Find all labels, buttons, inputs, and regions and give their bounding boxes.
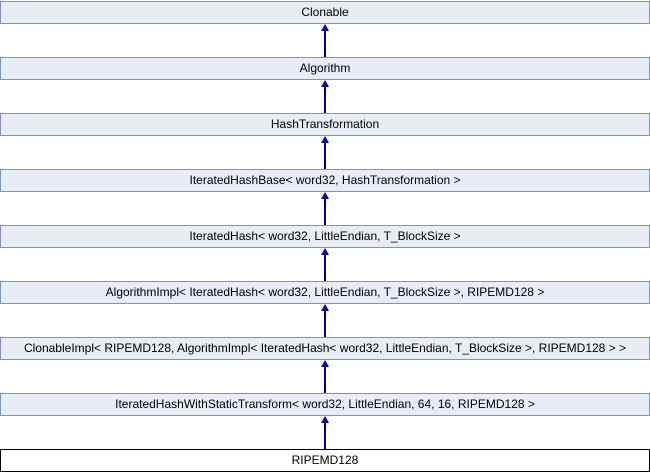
arrow-up-icon	[321, 304, 329, 311]
arrow-shaft	[324, 255, 326, 281]
class-node-algorithmimpl[interactable]: AlgorithmImpl< IteratedHash< word32, Lit…	[0, 281, 650, 304]
arrow-up-icon	[321, 360, 329, 367]
inheritance-arrow-hashtransformation-to-parent	[320, 80, 330, 113]
class-node-iteratedhash[interactable]: IteratedHash< word32, LittleEndian, T_Bl…	[0, 225, 650, 248]
class-node-algorithm[interactable]: Algorithm	[0, 57, 650, 80]
class-node-clonable[interactable]: Clonable	[0, 1, 650, 24]
arrow-up-icon	[321, 24, 329, 31]
inheritance-arrow-clonableimpl-to-parent	[320, 304, 330, 337]
arrow-up-icon	[321, 136, 329, 143]
inheritance-arrow-algorithmimpl-to-parent	[320, 248, 330, 281]
current-class-node-ripemd128: RIPEMD128	[0, 449, 650, 472]
class-node-iteratedhashbase[interactable]: IteratedHashBase< word32, HashTransforma…	[0, 169, 650, 192]
arrow-up-icon	[321, 192, 329, 199]
class-node-iteratedhashwithstatictransform[interactable]: IteratedHashWithStaticTransform< word32,…	[0, 393, 650, 416]
arrow-shaft	[324, 87, 326, 113]
inheritance-arrow-iteratedhashbase-to-parent	[320, 136, 330, 169]
inheritance-arrow-algorithm-to-parent	[320, 24, 330, 57]
arrow-shaft	[324, 367, 326, 393]
class-node-clonableimpl[interactable]: ClonableImpl< RIPEMD128, AlgorithmImpl< …	[0, 337, 650, 360]
arrow-up-icon	[321, 80, 329, 87]
inheritance-arrow-ripemd128-to-parent	[320, 416, 330, 449]
arrow-shaft	[324, 199, 326, 225]
class-node-hashtransformation[interactable]: HashTransformation	[0, 113, 650, 136]
arrow-up-icon	[321, 416, 329, 423]
inheritance-arrow-iteratedhashwithstatictransform-to-parent	[320, 360, 330, 393]
arrow-shaft	[324, 311, 326, 337]
arrow-shaft	[324, 423, 326, 449]
inheritance-arrow-iteratedhash-to-parent	[320, 192, 330, 225]
arrow-shaft	[324, 143, 326, 169]
arrow-shaft	[324, 31, 326, 57]
arrow-up-icon	[321, 248, 329, 255]
